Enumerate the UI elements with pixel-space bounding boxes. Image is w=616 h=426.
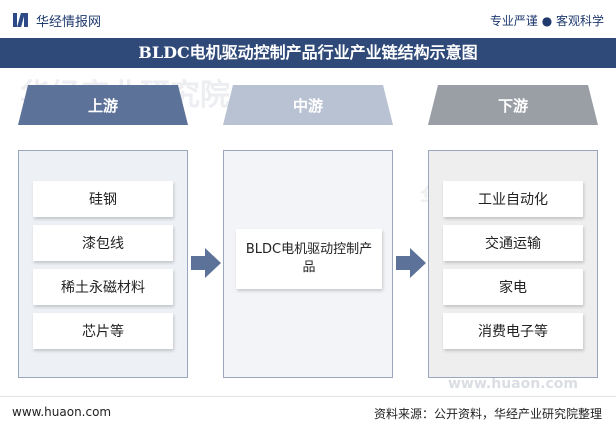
brand[interactable]: 华经情报网 — [12, 10, 101, 30]
watermark-en-bottom: www.huaon.com — [448, 376, 579, 392]
arrow-right-icon — [191, 248, 221, 278]
list-item: 漆包线 — [33, 225, 173, 261]
list-item: 消费电子等 — [443, 313, 583, 349]
footer-source: 资料来源：公开资料，华经产业研究院整理 — [373, 407, 602, 421]
arrow-right-icon — [396, 248, 426, 278]
list-item: 家电 — [443, 269, 583, 305]
list-item: 交通运输 — [443, 225, 583, 261]
stage-header-downstream: 下游 — [428, 85, 598, 125]
downstream-tab-shape — [428, 85, 598, 125]
panel-downstream: 工业自动化 交通运输 家电 消费电子等 — [428, 150, 598, 378]
stage-label-upstream: 上游 — [87, 96, 118, 115]
midstream-tab-shape — [223, 85, 393, 125]
tagline: 专业严谨 ● 客观科学 — [489, 14, 604, 28]
upstream-tab-shape — [18, 85, 188, 125]
diagram-title: BLDC电机驱动控制产品行业产业链结构示意图 — [0, 38, 616, 68]
huajing-logo-icon — [12, 12, 30, 28]
stage-label-midstream: 中游 — [292, 96, 323, 115]
panel-midstream: BLDC电机驱动控制产品 — [223, 150, 393, 378]
list-item: 硅钢 — [33, 181, 173, 217]
list-item: 工业自动化 — [443, 181, 583, 217]
stage-label-downstream: 下游 — [497, 96, 528, 115]
stage-header-midstream: 中游 — [223, 85, 393, 125]
brand-name: 华经情报网 — [36, 14, 102, 30]
list-item: 稀土永磁材料 — [33, 269, 173, 305]
footer-website-link[interactable]: www.huaon.com — [12, 405, 112, 419]
panel-upstream: 硅钢 漆包线 稀土永磁材料 芯片等 — [18, 150, 188, 378]
list-item: BLDC电机驱动控制产品 — [236, 229, 382, 289]
top-bar: 华经情报网 专业严谨 ● 客观科学 — [0, 0, 616, 38]
stage-header-upstream: 上游 — [18, 85, 188, 125]
footer: www.huaon.com 资料来源：公开资料，华经产业研究院整理 — [0, 396, 616, 426]
list-item: 芯片等 — [33, 313, 173, 349]
